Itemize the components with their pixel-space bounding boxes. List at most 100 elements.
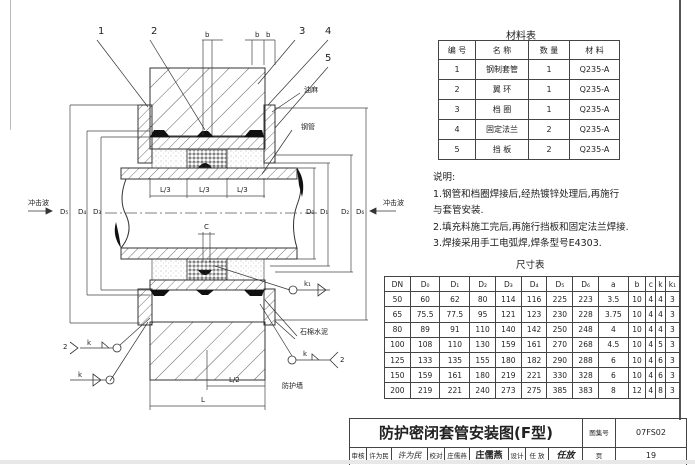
dimension-table-title: 尺寸表 [516,260,545,271]
cell: 250 [546,321,574,338]
cell: 110 [469,321,496,338]
cell: 10 [627,336,647,353]
label-b-1: b [205,31,210,39]
label-l-third-3: L/3 [237,186,248,194]
cell: Q235-A [569,59,620,80]
review-role: 审核 [350,448,367,464]
cell: 10 [627,306,647,323]
label-impact-wave-left: 冲击波 [28,199,49,207]
steel-sleeve-top [149,136,266,150]
cell: 161 [520,336,548,353]
callout-5: 5 [325,53,332,64]
cell: 4 [645,291,657,308]
cell: 4 [645,321,657,338]
protective-wall-upper [149,67,266,137]
cell: 223 [572,291,599,308]
cell: 219 [494,367,522,384]
dimension-header: D₂ [469,275,496,293]
cell: 4 [645,336,657,353]
cell: 65 [384,306,411,323]
cell: 12 [627,382,647,399]
cell: 60 [409,291,441,308]
cell: 288 [572,351,599,369]
steel-pipe [105,167,320,260]
cell: 50 [384,291,411,308]
dimension-header: D₁ [439,275,471,293]
cell: 123 [520,306,548,323]
cell: 4 [645,351,657,369]
cell: 5 [438,139,476,160]
cell: 230 [546,306,574,323]
cell: 133 [409,351,441,369]
label-k1: k₁ [304,280,311,288]
cell: 6 [655,351,666,369]
cell: 8 [597,382,629,399]
label-b-2: b [255,31,260,39]
review-signature: 许为民 [392,448,428,464]
arrows [28,207,396,215]
cell: 10 [627,351,647,369]
atlas-number: 07FS02 [616,419,686,448]
label-k-left: k [87,339,92,347]
cell: Q235-A [569,139,620,160]
cell: 200 [384,382,411,399]
label-d3: D₃ [93,208,102,216]
cell: 3 [664,367,681,384]
cell: 108 [409,336,441,353]
filler-asbestos-bottom-right [226,258,265,281]
cell: 155 [469,351,496,369]
cell: 140 [494,321,522,338]
cell: 3 [664,306,681,323]
dimension-header: k [655,275,666,293]
cell: 221 [520,367,548,384]
label-2-left: 2 [63,343,68,351]
label-b-3: b [266,31,271,39]
cell: 3 [438,99,476,120]
cell: 383 [572,382,599,399]
steel-sleeve-bottom [149,279,266,291]
cell: 1 [528,99,570,120]
note-line: 与套管安装. [433,205,484,216]
label-l-third-2: L/3 [199,186,210,194]
cell: 328 [572,367,599,384]
weld-symbols [69,283,339,387]
design-role: 设计 [509,448,526,464]
cell: 3 [664,351,681,369]
cell: 2 [438,79,476,100]
cell: 10 [627,321,647,338]
cell: 110 [439,336,471,353]
label-d0: D₀ [306,208,315,216]
label-oil-hemp: 油麻 [304,86,318,94]
cell: 330 [546,367,574,384]
label-steel-pipe: 钢管 [301,123,315,131]
cell: 10 [627,291,647,308]
callout-3: 3 [299,26,306,37]
cell: 翼 环 [475,79,529,100]
dimension-header: D₃ [494,275,522,293]
cell: 91 [439,321,471,338]
cell: 1 [528,59,570,80]
cell: 4 [645,306,657,323]
label-k-right: k [303,350,308,358]
protective-wall-lower [149,321,266,381]
cell: 100 [384,336,411,353]
cell: 挡 板 [475,139,529,160]
label-d2: D₂ [341,208,350,216]
check-name: 庄儒燕 [445,448,470,464]
cell: 4 [655,321,666,338]
cell: 135 [439,351,471,369]
design-name: 任 放 [526,448,549,464]
cell: 75.5 [409,306,441,323]
cell: 1 [438,59,476,80]
cell: 77.5 [439,306,471,323]
cell: 121 [494,306,522,323]
label-k-bottom: k [78,371,83,379]
cell: 228 [572,306,599,323]
cell: 4 [645,367,657,384]
cell: 档 圈 [475,99,529,120]
